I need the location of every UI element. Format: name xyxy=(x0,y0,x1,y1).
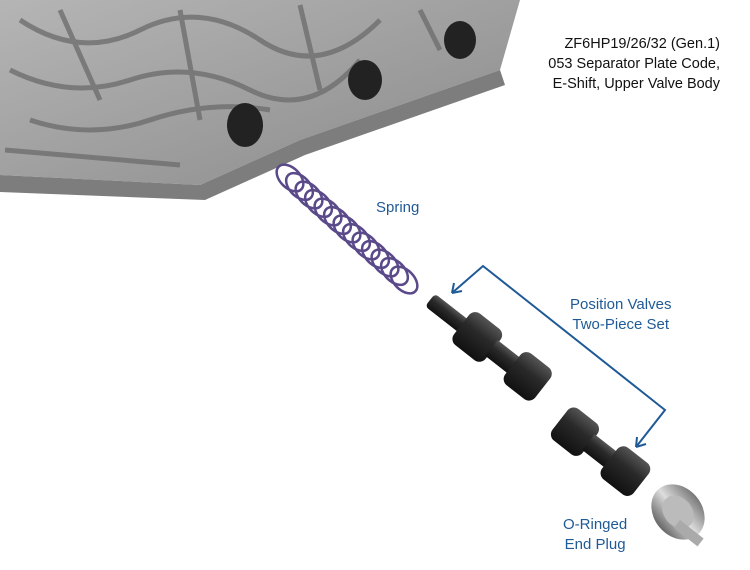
spring-coil xyxy=(322,205,353,236)
bracket-arrow xyxy=(451,264,667,448)
end-plug-label: O-Ringed End Plug xyxy=(563,515,627,555)
label-line: O-Ringed xyxy=(563,516,628,533)
label-line: Two-Piece Set xyxy=(572,316,670,333)
label-line: End Plug xyxy=(564,536,626,553)
spring-coil xyxy=(341,222,372,253)
title-line: ZF6HP19/26/32 (Gen.1) xyxy=(564,36,720,52)
spring-coil xyxy=(370,248,400,278)
valve-body xyxy=(0,0,520,200)
position-valve-2 xyxy=(550,407,651,496)
spring-label: Spring xyxy=(376,199,420,216)
spring-coil xyxy=(332,214,362,244)
spring-coil xyxy=(389,265,419,295)
spring-coil xyxy=(351,231,381,261)
spring-coil xyxy=(303,188,334,219)
spring-coil xyxy=(294,180,324,210)
label-line: Position Valves xyxy=(570,296,672,313)
spring-coil xyxy=(284,171,315,202)
product-title: ZF6HP19/26/32 (Gen.1) 053 Separator Plat… xyxy=(480,34,720,94)
position-valve-1 xyxy=(426,295,552,401)
spring-coil xyxy=(360,239,391,270)
title-line: E-Shift, Upper Valve Body xyxy=(552,76,720,92)
position-valves-label: Position Valves Two-Piece Set xyxy=(570,295,671,335)
spring xyxy=(275,163,419,295)
end-plug xyxy=(651,484,705,547)
title-line: 053 Separator Plate Code, xyxy=(548,56,720,72)
spring-coil xyxy=(379,256,410,287)
spring-coil xyxy=(275,163,305,193)
spring-coil xyxy=(313,197,343,227)
